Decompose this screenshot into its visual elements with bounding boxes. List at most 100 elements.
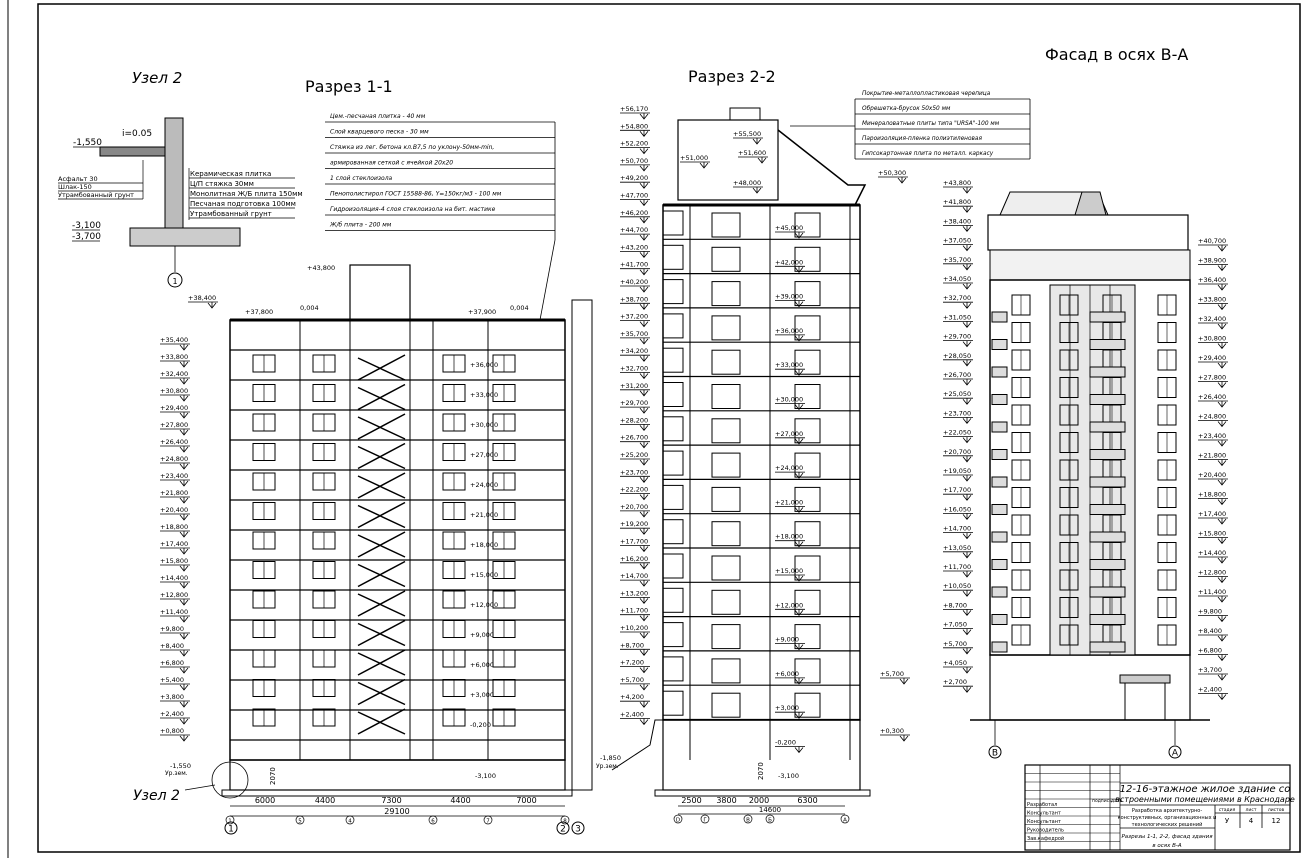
elevation-tick-icon — [639, 545, 649, 553]
elevation-tick-icon — [639, 441, 649, 449]
balcony — [991, 531, 1008, 543]
window — [711, 486, 741, 512]
sheet-description: в осях В-А — [1152, 843, 1181, 849]
stair-flight — [357, 534, 406, 558]
elevation-mark: +2,400 — [160, 710, 184, 718]
elevation-tick-icon — [1217, 440, 1227, 447]
stair-flight — [357, 357, 406, 381]
elevation-tick-icon — [639, 389, 649, 397]
balcony — [991, 339, 1008, 350]
elevation-mark: +23,700 — [943, 409, 971, 417]
elevation-tick-icon — [899, 735, 909, 742]
elevation-tick-icon — [962, 455, 972, 463]
elevation-mark: +5,400 — [160, 676, 184, 684]
dimension-label: 7000 — [516, 796, 536, 805]
floor-mark: +15,000 — [470, 571, 498, 579]
elevation-mark: +4,200 — [620, 693, 644, 701]
elevation-mark: +35,700 — [620, 330, 648, 338]
elevation-mark: +43,800 — [943, 179, 971, 187]
balcony — [662, 519, 684, 545]
elevation-mark: +12,800 — [160, 591, 188, 599]
work-description: технологических решений — [1132, 821, 1203, 828]
axis-label: В — [992, 749, 998, 759]
elevation-tick-icon — [179, 616, 189, 623]
elevation-mark: +23,400 — [1198, 432, 1226, 440]
floor-mark: +24,000 — [470, 481, 498, 489]
pavement — [99, 146, 166, 157]
elevation-tick-icon — [962, 532, 972, 540]
floor-mark: -0,200 — [470, 721, 491, 729]
stair-flight — [357, 416, 406, 440]
elevation-tick-icon — [757, 157, 767, 164]
elevation-mark: +23,700 — [620, 468, 648, 476]
balcony — [1089, 531, 1126, 543]
attic-layer-label: Пароизоляция-пленка полиэтиленовая — [862, 136, 982, 142]
elevation-tick-icon — [639, 528, 649, 535]
elevation-mark: +27,800 — [1198, 374, 1226, 382]
stair-flight — [357, 445, 406, 470]
roof-vent — [729, 107, 761, 121]
elevation-tick-icon — [962, 263, 972, 271]
elevation-tick-icon — [962, 244, 972, 252]
elevation-mark: +26,700 — [943, 371, 971, 379]
elevation-mark: +38,900 — [1198, 257, 1226, 265]
elevation-tick-icon — [639, 424, 649, 432]
entrance-door — [1124, 679, 1166, 721]
window — [794, 384, 821, 409]
elevation-mark: +12,800 — [1198, 569, 1226, 577]
axis-label: 2 — [560, 825, 566, 835]
balcony — [662, 690, 684, 716]
attic-layer-label: Минераловатные плиты типа "URSA"-100 мм — [862, 121, 1000, 127]
elevation-tick-icon — [639, 164, 649, 172]
window — [711, 624, 741, 650]
elevation-mark: +29,400 — [1198, 354, 1226, 362]
window — [794, 418, 821, 444]
elevation-tick-icon — [962, 571, 972, 578]
axis-label: D — [676, 818, 680, 824]
role-label: Консультант — [1027, 811, 1061, 817]
elevation-tick-icon — [1217, 596, 1227, 603]
stair-flight — [357, 472, 406, 499]
elevation-mark: +3,800 — [160, 693, 184, 701]
stair-flight — [357, 708, 406, 735]
top-mark: +51,000 — [680, 154, 708, 162]
facade-title: Фасад в осях В-А — [1045, 45, 1188, 64]
elevation-tick-icon — [639, 130, 649, 137]
elevation-tick-icon — [794, 643, 804, 651]
elevation-mark: +32,400 — [1198, 315, 1226, 323]
elevation-mark: +8,700 — [943, 601, 967, 609]
elevation-tick-icon — [794, 575, 804, 582]
elevation-mark: +15,800 — [1198, 530, 1226, 538]
elevation-tick-icon — [179, 718, 189, 725]
elevation-tick-icon — [794, 472, 804, 479]
elevation-tick-icon — [962, 647, 972, 655]
elevation-tick-icon — [639, 562, 649, 570]
node-layer-label: Шлак-150 — [58, 183, 92, 191]
window — [794, 658, 821, 684]
elevation-tick-icon — [962, 628, 972, 636]
sheet-description: Разрезы 1-1, 2-2, фасад здания — [1121, 834, 1213, 840]
elevation-tick-icon — [639, 251, 649, 259]
stair-flight — [357, 386, 406, 411]
elevation-mark: +11,700 — [943, 563, 971, 571]
stair-flight — [357, 383, 406, 411]
floor-mark: +18,000 — [470, 541, 498, 549]
elevation-mark: +32,700 — [620, 365, 648, 373]
floor-mark: +30,000 — [775, 396, 803, 404]
elevation-mark: +14,400 — [160, 574, 188, 582]
balcony — [662, 313, 684, 339]
elevation-mark: +28,050 — [943, 352, 971, 360]
elevation-tick-icon — [639, 147, 649, 155]
elevation-tick-icon — [179, 701, 189, 708]
elevation-tick-icon — [1217, 537, 1227, 545]
elevation-tick-icon — [794, 609, 804, 616]
floor-mark: +21,000 — [775, 498, 803, 506]
title-block: 12-16-этажное жилое здание совстроенными… — [1024, 764, 1295, 851]
ground-mark: -1,550 — [170, 762, 191, 770]
elevation-mark: +20,400 — [1198, 471, 1226, 479]
balcony — [1089, 449, 1126, 460]
roof-layer-label: Слой кварцевого песка - 30 мм — [330, 129, 429, 136]
elevation-tick-icon — [962, 340, 972, 348]
elevation-mark: +16,200 — [620, 555, 648, 563]
